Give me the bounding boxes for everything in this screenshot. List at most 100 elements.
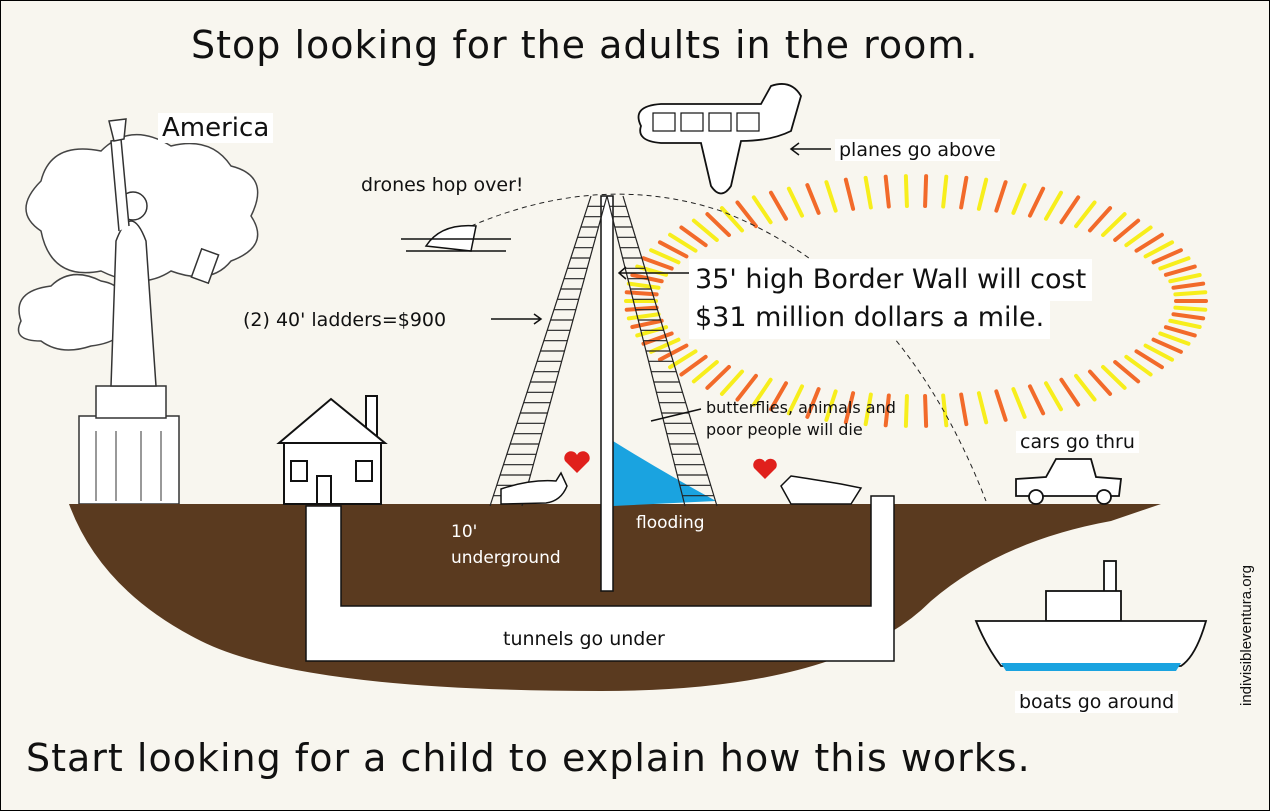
burst-ray <box>679 354 708 377</box>
house <box>276 395 388 505</box>
border-wall <box>600 195 614 592</box>
burst-ray <box>1163 264 1197 277</box>
drone-path-arc <box>470 193 987 502</box>
burst-ray <box>1171 312 1206 321</box>
burst-ray <box>786 186 805 218</box>
burst-ray <box>941 393 949 428</box>
burst-ray <box>1027 186 1046 218</box>
burst-ray <box>976 177 989 211</box>
burst-ray <box>1101 364 1127 390</box>
plane-arrow <box>789 142 831 156</box>
burst-ray <box>1027 384 1046 416</box>
burst-ray <box>976 391 989 425</box>
burst-ray <box>624 305 659 312</box>
burst-ray <box>1059 377 1081 407</box>
burst-ray <box>735 200 758 229</box>
plane <box>637 83 802 195</box>
burst-ray <box>805 387 821 419</box>
burst-ray <box>657 240 689 259</box>
burst-ray <box>1158 256 1191 271</box>
burst-ray <box>1143 343 1175 362</box>
animals <box>500 471 863 505</box>
burst-ray <box>1134 349 1164 370</box>
burst-ray <box>863 175 873 210</box>
burst-ray <box>959 175 969 210</box>
burst-ray <box>630 318 664 329</box>
burst-ray <box>626 312 661 321</box>
burst-ray <box>1163 325 1197 338</box>
label-wall-cost-line2: $31 million dollars a mile. <box>689 297 1051 339</box>
hearts <box>564 451 777 479</box>
burst-ray <box>649 248 681 265</box>
burst-ray <box>923 393 929 428</box>
burst-ray <box>751 377 773 407</box>
burst-ray <box>641 331 674 346</box>
burst-ray <box>719 369 745 396</box>
burst-ray <box>883 393 891 428</box>
ladders <box>489 195 718 507</box>
burst-ray <box>1011 183 1027 215</box>
car <box>1015 458 1123 505</box>
burst-ray <box>1134 232 1164 253</box>
burst-ray <box>1124 225 1153 248</box>
burst-ray <box>751 195 773 225</box>
label-cars: cars go thru <box>1016 431 1139 453</box>
burst-ray <box>641 256 674 271</box>
burst-ray <box>1158 331 1191 346</box>
burst-ray <box>1168 318 1202 329</box>
burst <box>624 174 1208 428</box>
burst-ray <box>805 183 821 215</box>
credit-url: indivisibleventura.org <box>1238 565 1255 706</box>
burst-ray <box>959 392 969 427</box>
label-butterflies-line2: poor people will die <box>706 420 863 439</box>
burst-ray <box>1087 206 1113 233</box>
label-america: America <box>158 113 274 143</box>
label-underground-line1: 10' <box>451 522 478 542</box>
burst-ray <box>1011 387 1027 419</box>
burst-ray <box>923 174 929 209</box>
burst-ray <box>1113 360 1141 384</box>
burst-ray <box>824 180 838 213</box>
headline-bottom: Start looking for a child to explain how… <box>26 736 1031 780</box>
burst-ray <box>719 206 745 233</box>
boat <box>974 560 1208 667</box>
burst-ray <box>941 174 949 209</box>
burst-ray <box>994 389 1008 422</box>
burst-ray <box>1151 248 1183 265</box>
burst-ray <box>769 381 788 412</box>
burst-ray <box>1124 354 1153 377</box>
label-butterflies-line1: butterflies, animals and <box>706 398 896 417</box>
burst-ray <box>903 174 909 209</box>
burst-ray <box>994 180 1008 213</box>
label-wall-cost-line1: 35' high Border Wall will cost <box>689 259 1093 301</box>
burst-ray <box>1173 290 1208 297</box>
burst-ray <box>1171 281 1206 290</box>
burst-ray <box>691 360 719 384</box>
burst-ray <box>691 218 719 242</box>
label-butterflies: butterflies, animals and poor people wil… <box>706 397 896 441</box>
label-underground-line2: underground <box>451 548 561 568</box>
burst-ray <box>1074 200 1097 229</box>
burst-ray <box>657 343 689 362</box>
label-ladders: (2) 40' ladders=$900 <box>243 309 447 331</box>
burst-ray <box>1151 337 1183 354</box>
burst-ray <box>626 281 661 290</box>
burst-ray <box>705 212 731 238</box>
burst-ray <box>1074 373 1097 402</box>
arrows <box>491 266 702 422</box>
burst-ray <box>705 364 731 390</box>
label-flooding: flooding <box>636 513 705 533</box>
burst-ray <box>1143 240 1175 259</box>
burst-ray <box>1113 218 1141 242</box>
burst-ray <box>769 190 788 221</box>
burst-ray <box>903 393 909 428</box>
ground <box>69 504 1161 691</box>
burst-ray <box>679 225 708 248</box>
burst-ray <box>649 337 681 354</box>
burst-ray <box>1087 369 1113 396</box>
label-boats: boats go around <box>1015 691 1179 713</box>
burst-ray <box>1044 190 1063 221</box>
burst-ray <box>883 174 891 209</box>
